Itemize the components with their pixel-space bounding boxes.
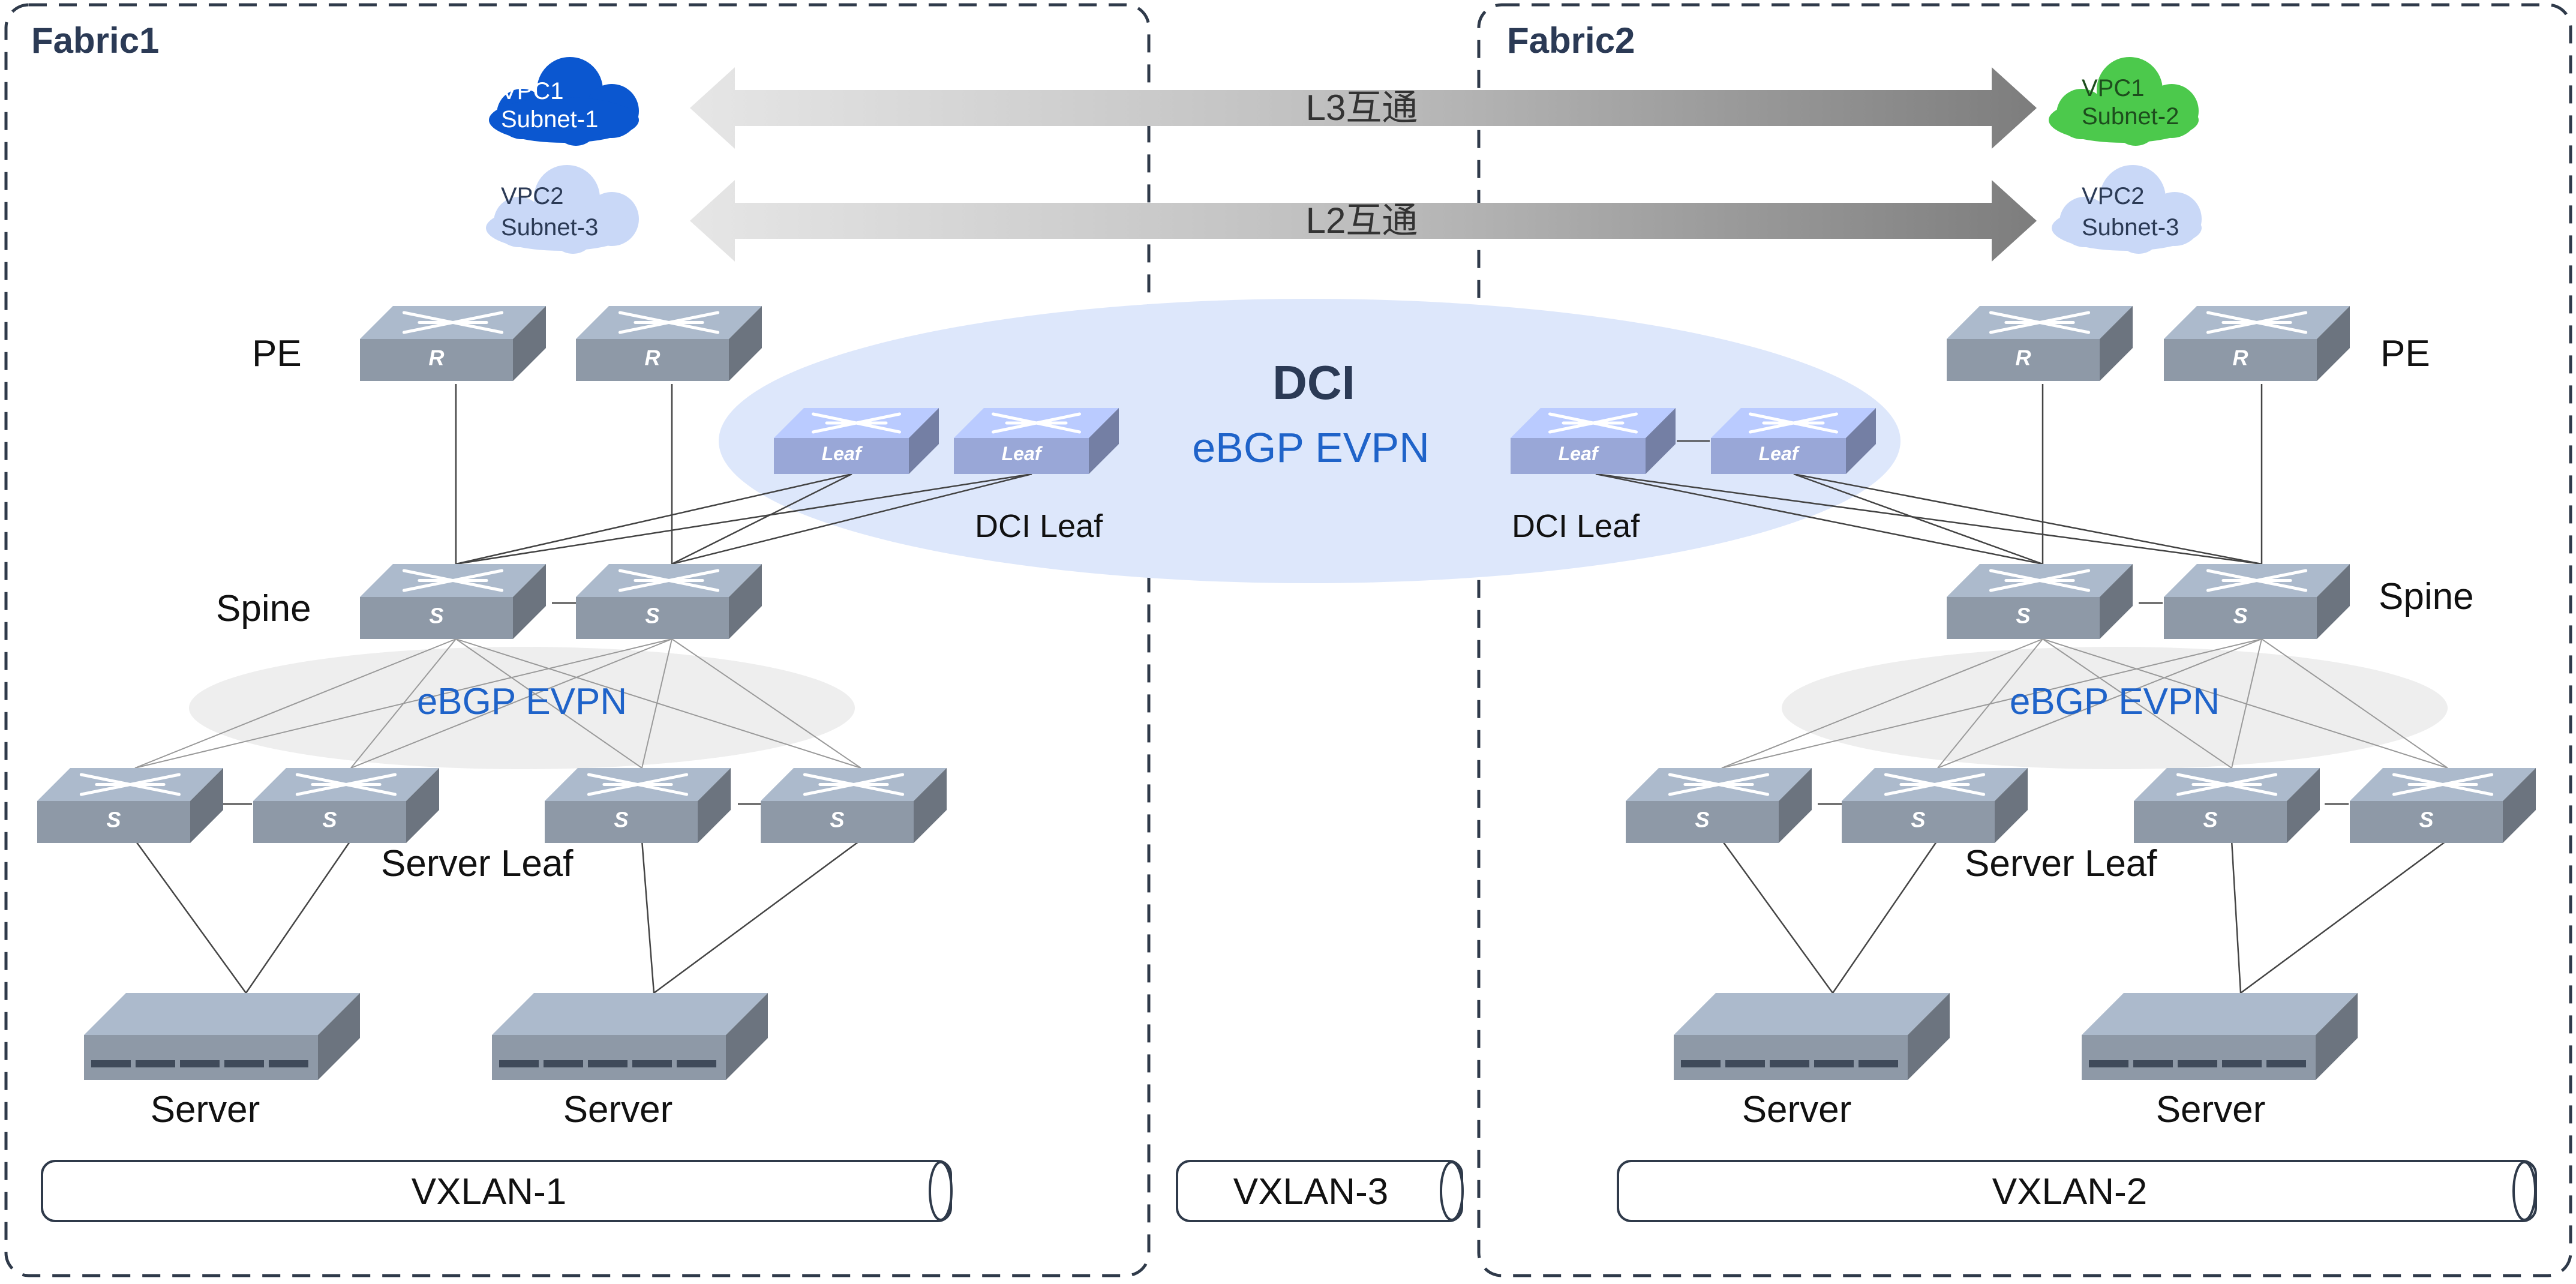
svg-text:S: S [614, 807, 628, 832]
fabric2-server-leaf-label: Server Leaf [1965, 843, 2157, 884]
fabric2-dci-leaf-1-icon: Leaf [1511, 408, 1676, 474]
fabric1-container: Fabric1 [4, 3, 1151, 1277]
fabric2-server-leaf-1-icon: S [1626, 768, 1812, 843]
fabric1-server-leaf-4-icon: S [761, 768, 947, 843]
svg-text:S: S [2203, 807, 2217, 832]
svg-text:S: S [645, 603, 659, 628]
fabric2-server-1-icon [1674, 993, 1950, 1080]
l2-interconnect-arrow: L2互通 [690, 180, 2037, 262]
fabric1-spine-2-icon: S [576, 564, 762, 639]
vpc1-subnet1-line2: Subnet-1 [501, 106, 598, 133]
svg-text:Leaf: Leaf [822, 443, 863, 464]
fabric2-server-2-icon [2082, 993, 2358, 1080]
fabric1-server-leaf-label: Server Leaf [381, 843, 574, 884]
fabric1-server-label-2: Server [563, 1089, 673, 1130]
fabric1-server-label-1: Server [151, 1089, 260, 1130]
dci-title: DCI [1272, 356, 1355, 409]
svg-text:R: R [2016, 345, 2031, 370]
vpc2-subnet3-fabric2-line2: Subnet-3 [2082, 214, 2179, 241]
fabric2-spine-2-icon: S [2164, 564, 2350, 639]
dci-ellipse [719, 299, 1901, 583]
vpc1-subnet1-line1: VPC1 [501, 78, 564, 104]
vxlan3-tunnel: VXLAN-3 [1176, 1160, 1464, 1222]
vpc2-subnet3-fabric2-line1: VPC2 [2082, 183, 2145, 209]
fabric2-server-leaf-2-icon: S [1842, 768, 2028, 843]
vxlan2-tunnel: VXLAN-2 [1617, 1160, 2537, 1222]
dci-protocol-label: eBGP EVPN [1192, 424, 1430, 471]
fabric2-server-label-1: Server [1742, 1089, 1852, 1130]
vxlan2-label: VXLAN-2 [1992, 1171, 2147, 1213]
fabric1-evpn-label: eBGP EVPN [417, 681, 627, 722]
fabric1-pe-router-2-icon: R [576, 306, 762, 381]
fabric2-dci-leaf-2-icon: Leaf [1711, 408, 1876, 474]
evpn-mesh-lines [134, 638, 2448, 769]
fabric1-spine-label: Spine [216, 588, 311, 629]
fabric2-dci-leaf-label: DCI Leaf [1512, 508, 1640, 544]
fabric2-spine-label: Spine [2379, 576, 2474, 617]
vxlan1-label: VXLAN-1 [412, 1171, 566, 1213]
fabric1-spine-1-icon: S [360, 564, 546, 639]
fabric2-container: Fabric2 [1477, 3, 2572, 1277]
vpc2-subnet3-cloud-icon: VPC2 Subnet-3 [486, 165, 639, 254]
svg-text:Leaf: Leaf [1559, 443, 1600, 464]
svg-text:S: S [1911, 807, 1925, 832]
svg-text:R: R [2233, 345, 2248, 370]
vpc1-subnet1-cloud-icon: VPC1 Subnet-1 [489, 57, 639, 146]
fabric2-pe-router-1-icon: R [1947, 306, 2133, 381]
fabric2-pe-router-2-icon: R [2164, 306, 2350, 381]
fabric1-server-leaf-3-icon: S [545, 768, 731, 843]
svg-text:R: R [429, 345, 445, 370]
fabric2-spine-1-icon: S [1947, 564, 2133, 639]
svg-text:S: S [2016, 603, 2030, 628]
svg-text:S: S [429, 603, 443, 628]
fabric1-server-leaf-1-icon: S [37, 768, 223, 843]
fabric1-pe-router-1-icon: R [360, 306, 546, 381]
svg-text:S: S [322, 807, 337, 832]
fabric2-pe-label: PE [2380, 333, 2430, 374]
fabric1-server-2-icon [492, 993, 768, 1080]
svg-text:Leaf: Leaf [1759, 443, 1800, 464]
l3-arrow-label: L3互通 [1306, 88, 1418, 128]
fabric2-server-leaf-3-icon: S [2134, 768, 2320, 843]
connection-lines [134, 384, 2448, 994]
vxlan3-label: VXLAN-3 [1233, 1171, 1388, 1213]
fabric2-evpn-label: eBGP EVPN [2010, 681, 2220, 722]
svg-text:S: S [1695, 807, 1709, 832]
fabric1-evpn-ellipse [189, 647, 855, 769]
vpc2-subnet3-fabric2-cloud-icon: VPC2 Subnet-3 [2052, 165, 2202, 254]
fabric1-pe-label: PE [252, 333, 302, 374]
svg-text:R: R [645, 345, 660, 370]
fabric1-title: Fabric1 [31, 20, 159, 61]
fabric1-server-1-icon [84, 993, 360, 1080]
svg-text:S: S [106, 807, 121, 832]
vpc1-subnet2-line1: VPC1 [2082, 75, 2145, 101]
fabric2-server-label-2: Server [2156, 1089, 2266, 1130]
fabric2-title: Fabric2 [1507, 20, 1635, 61]
fabric1-server-leaf-2-icon: S [253, 768, 439, 843]
fabric1-dci-leaf-label: DCI Leaf [975, 508, 1103, 544]
vxlan1-tunnel: VXLAN-1 [41, 1160, 953, 1222]
svg-text:S: S [830, 807, 844, 832]
svg-text:S: S [2233, 603, 2247, 628]
svg-text:Leaf: Leaf [1002, 443, 1043, 464]
fabric1-dci-leaf-1-icon: Leaf [774, 408, 939, 474]
svg-text:S: S [2419, 807, 2433, 832]
vpc1-subnet2-line2: Subnet-2 [2082, 103, 2179, 130]
fabric1-dci-leaf-2-icon: Leaf [954, 408, 1119, 474]
vpc1-subnet2-cloud-icon: VPC1 Subnet-2 [2049, 57, 2199, 146]
vpc2-subnet3-line2: Subnet-3 [501, 214, 598, 241]
vpc2-subnet3-line1: VPC2 [501, 183, 564, 209]
l2-arrow-label: L2互通 [1306, 200, 1418, 241]
fabric2-server-leaf-4-icon: S [2350, 768, 2536, 843]
l3-interconnect-arrow: L3互通 [690, 67, 2037, 149]
